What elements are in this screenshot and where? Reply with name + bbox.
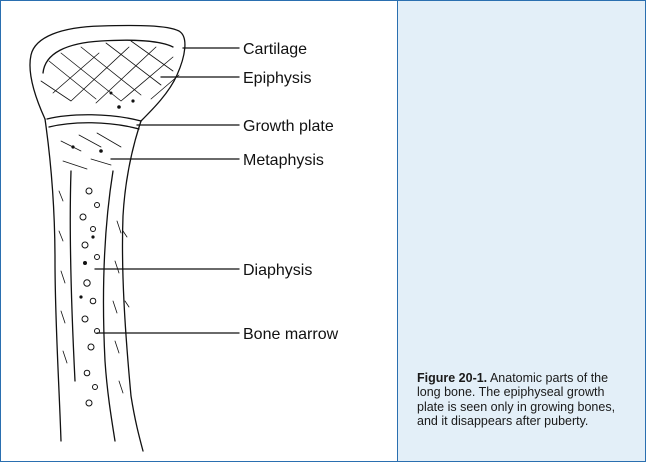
growth-plate-line-2 (49, 123, 139, 129)
label-diaphysis: Diaphysis (243, 262, 312, 279)
cartilage-cap-outline (30, 26, 185, 121)
growth-plate-line (47, 115, 141, 121)
figure-number: Figure 20-1. (417, 371, 487, 385)
label-epiphysis: Epiphysis (243, 70, 311, 87)
cortex-left-inner (70, 171, 75, 381)
label-growth-plate: Growth plate (243, 118, 334, 135)
illustration-panel: Cartilage Epiphysis Growth plate Metaphy… (1, 1, 398, 461)
cortex-striations (59, 191, 129, 393)
bone-marrow-cells (80, 188, 100, 406)
label-bone-marrow: Bone marrow (243, 326, 339, 343)
label-metaphysis: Metaphysis (243, 152, 324, 169)
label-cartilage: Cartilage (243, 41, 307, 58)
figure-caption: Figure 20-1. Anatomic parts of the long … (417, 371, 627, 429)
shaft-left-wall (45, 119, 61, 441)
shaft-right-wall (122, 121, 143, 451)
long-bone-diagram: Cartilage Epiphysis Growth plate Metaphy… (1, 1, 397, 461)
caption-panel: Figure 20-1. Anatomic parts of the long … (398, 1, 645, 461)
cortex-right-inner (103, 171, 115, 441)
metaphysis-texture (61, 133, 121, 169)
